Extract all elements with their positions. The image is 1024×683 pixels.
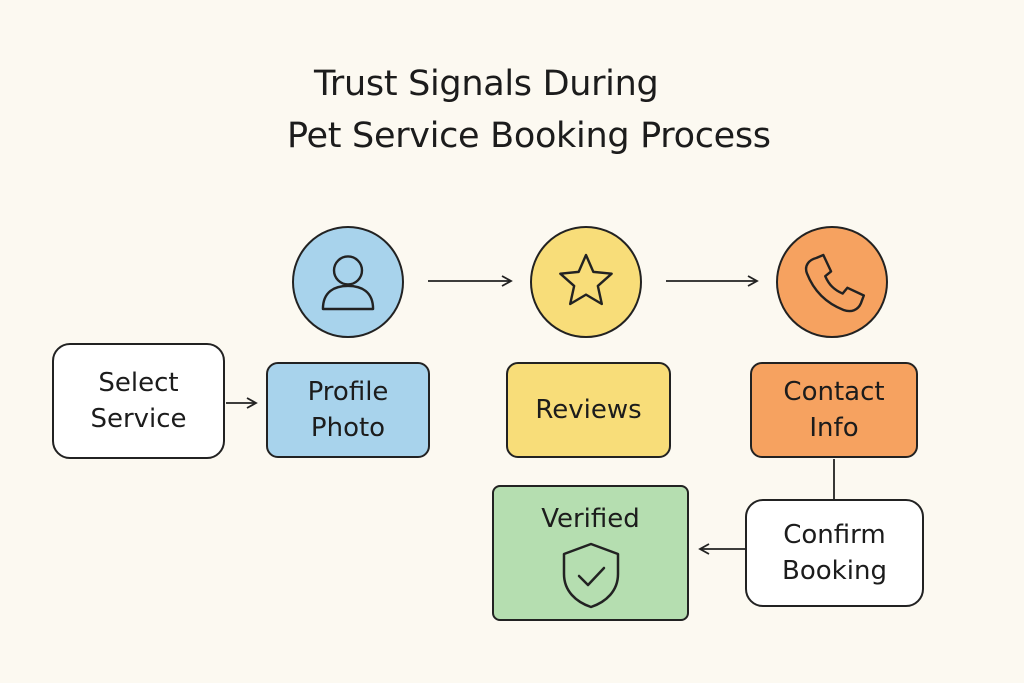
phone-icon — [804, 253, 866, 313]
contact-info-circle — [776, 226, 888, 338]
verified-node: Verified — [492, 485, 689, 621]
user-icon — [321, 255, 375, 311]
star-icon — [559, 253, 613, 306]
reviews-label: Reviews — [535, 395, 642, 425]
shield-check-icon — [562, 542, 620, 609]
diagram-title-line-2: Pet Service Booking Process — [287, 116, 771, 156]
select-service-node: Select Service — [52, 343, 225, 459]
reviews-node: Reviews — [506, 362, 671, 458]
contact-info-label: Contact Info — [783, 377, 885, 443]
profile-photo-label: Profile Photo — [307, 377, 389, 443]
confirm-booking-label: Confirm Booking — [782, 520, 887, 586]
contact-info-node: Contact Info — [750, 362, 918, 458]
select-service-label: Select Service — [90, 368, 187, 434]
verified-label: Verified — [541, 504, 640, 534]
diagram-title-line-1: Trust Signals During — [314, 64, 659, 104]
profile-photo-circle — [292, 226, 404, 338]
profile-photo-node: Profile Photo — [266, 362, 430, 458]
confirm-booking-node: Confirm Booking — [745, 499, 924, 607]
reviews-circle — [530, 226, 642, 338]
